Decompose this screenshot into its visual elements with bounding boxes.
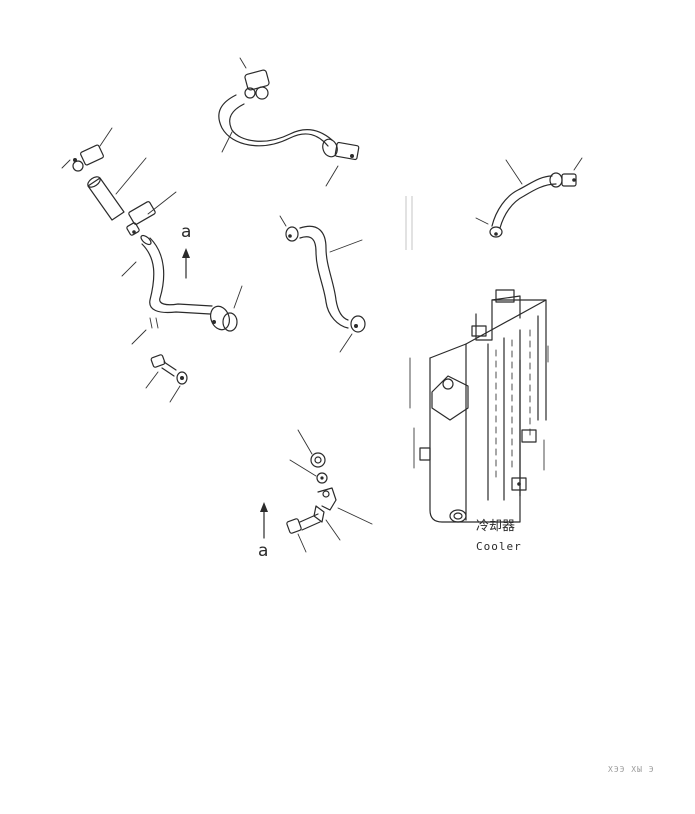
- lower-mounting-parts: [286, 429, 373, 553]
- leader-line: [325, 165, 339, 187]
- lower-nut: [310, 452, 326, 468]
- top-hose-assembly: [218, 57, 360, 187]
- leader-line: [297, 429, 313, 455]
- lower-bracket: [313, 487, 337, 523]
- right-hose-end-clamp: [549, 172, 577, 188]
- leader-line: [325, 519, 341, 541]
- scan-artifacts: [405, 196, 413, 250]
- view-arrow-upper: a: [181, 222, 191, 279]
- view-letter-lower: a: [258, 541, 268, 561]
- pipe-flange: [209, 305, 238, 332]
- right-hose: [491, 175, 553, 227]
- left-clamp: [72, 144, 104, 172]
- center-hose-lower-clamp: [350, 315, 366, 333]
- lower-bolt: [286, 513, 321, 534]
- leader-line: [221, 131, 233, 153]
- leader-line: [573, 157, 583, 171]
- leader-line: [233, 285, 243, 309]
- leader-line: [61, 159, 71, 169]
- center-hose-assembly: [279, 215, 366, 353]
- top-hose-upper-clamp: [244, 69, 270, 100]
- top-hose-lower-clamp: [322, 138, 360, 161]
- view-arrow-lower: a: [258, 502, 268, 561]
- left-bolt: [150, 354, 177, 377]
- leader-line: [121, 261, 137, 277]
- leader-line: [147, 191, 177, 215]
- leader-line: [337, 507, 373, 525]
- cooler-unit: 冷却器 Cooler: [409, 289, 549, 553]
- center-hose-upper-clamp: [285, 226, 299, 242]
- leader-line: [329, 239, 363, 253]
- top-hose: [218, 94, 329, 147]
- left-bent-pipe-assembly: [121, 234, 243, 345]
- view-letter-upper: a: [181, 222, 191, 242]
- left-washer: [176, 371, 188, 385]
- leader-line: [169, 385, 181, 403]
- left-upper-parts: [61, 127, 177, 236]
- leader-line: [505, 159, 523, 185]
- leader-line: [339, 333, 353, 353]
- leader-line: [131, 329, 147, 345]
- pipe-fitting: [126, 201, 156, 236]
- leader-line: [99, 127, 113, 147]
- short-pipe: [87, 176, 125, 221]
- cooler-label-en: Cooler: [476, 540, 522, 553]
- leader-line: [115, 157, 147, 195]
- cooler-label-cjk: 冷却器: [476, 519, 515, 534]
- drawing-number: ХЭЭ ХЫ Э: [608, 765, 655, 774]
- right-hose-lower-clamp: [489, 226, 503, 238]
- right-hose-assembly: [475, 157, 583, 238]
- leader-line: [239, 57, 247, 69]
- leader-line: [279, 215, 287, 227]
- leader-line: [475, 217, 489, 225]
- leader-line: [145, 371, 159, 389]
- center-hose: [299, 225, 349, 321]
- leader-line: [297, 533, 307, 553]
- leader-line: [289, 459, 317, 477]
- left-bent-pipe: [141, 243, 211, 315]
- left-bolt-and-washer: [145, 354, 188, 403]
- lower-washer: [316, 472, 328, 484]
